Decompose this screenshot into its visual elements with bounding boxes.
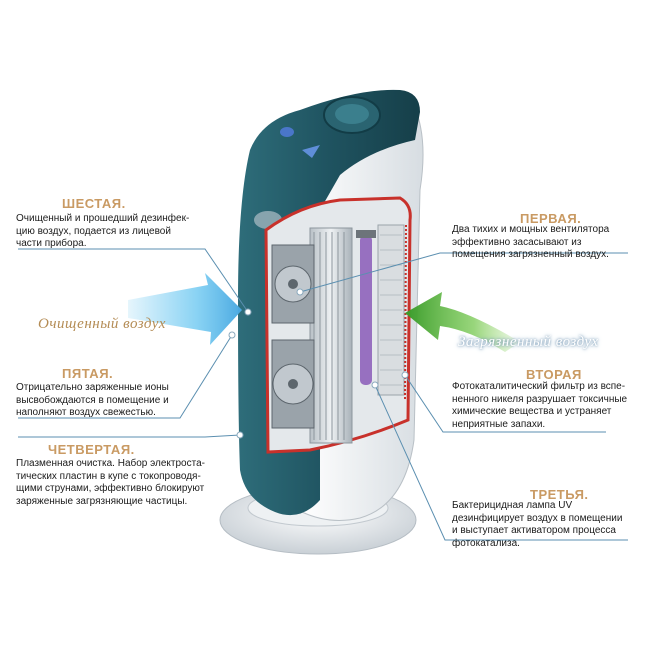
clean-air-arrow xyxy=(128,273,242,345)
cutaway-edge-right xyxy=(404,224,407,401)
stage-first-text: Два тихих и мощных вентилятора эффективн… xyxy=(452,224,610,260)
leader-third xyxy=(374,384,628,541)
stage-second-text: Фотокаталитический фильтр из вспе- ненно… xyxy=(452,381,628,430)
leader-sixth xyxy=(18,248,249,313)
filter-mesh-pattern xyxy=(380,234,402,386)
leader-dots xyxy=(228,288,409,439)
clean-air-label: Очищенный воздух xyxy=(38,316,166,332)
stage-fourth-text: Плазменная очистка. Набор электроста- ти… xyxy=(16,458,205,507)
stage-second-title: ВТОРАЯ xyxy=(526,367,582,382)
leader-fifth xyxy=(18,334,233,419)
stage-sixth-title: ШЕСТАЯ. xyxy=(62,196,126,211)
stage-fourth-title: ЧЕТВЕРТАЯ. xyxy=(48,442,135,457)
uv-lamp xyxy=(360,235,372,385)
leader-lines xyxy=(18,248,628,541)
stage-fifth-title: ПЯТАЯ. xyxy=(62,366,114,381)
fan-lower xyxy=(271,339,315,429)
leader-second xyxy=(404,374,606,433)
uv-lamp-holder xyxy=(356,230,376,238)
stage-third-text: Бактерицидная лампа UV дезинфицирует воз… xyxy=(452,500,623,549)
indicator-light xyxy=(280,127,294,137)
stage-first-title: ПЕРВАЯ. xyxy=(520,211,582,226)
stage-sixth-text: Очищенный и прошедший дезинфек- цию возд… xyxy=(16,213,190,249)
dirty-air-arrow xyxy=(405,292,520,352)
leader-fourth xyxy=(18,434,241,438)
dirty-air-label: Загрязненный воздух xyxy=(458,334,599,350)
control-dial-inner xyxy=(335,104,369,124)
stage-fifth-text: Отрицательно заряженные ионы высвобождаю… xyxy=(16,382,169,418)
arrow-button-icon xyxy=(302,145,320,158)
electrostatic-plates xyxy=(309,227,353,444)
leader-first xyxy=(299,252,628,293)
stage-third-title: ТРЕТЬЯ. xyxy=(530,487,589,502)
fan-upper xyxy=(271,244,315,324)
